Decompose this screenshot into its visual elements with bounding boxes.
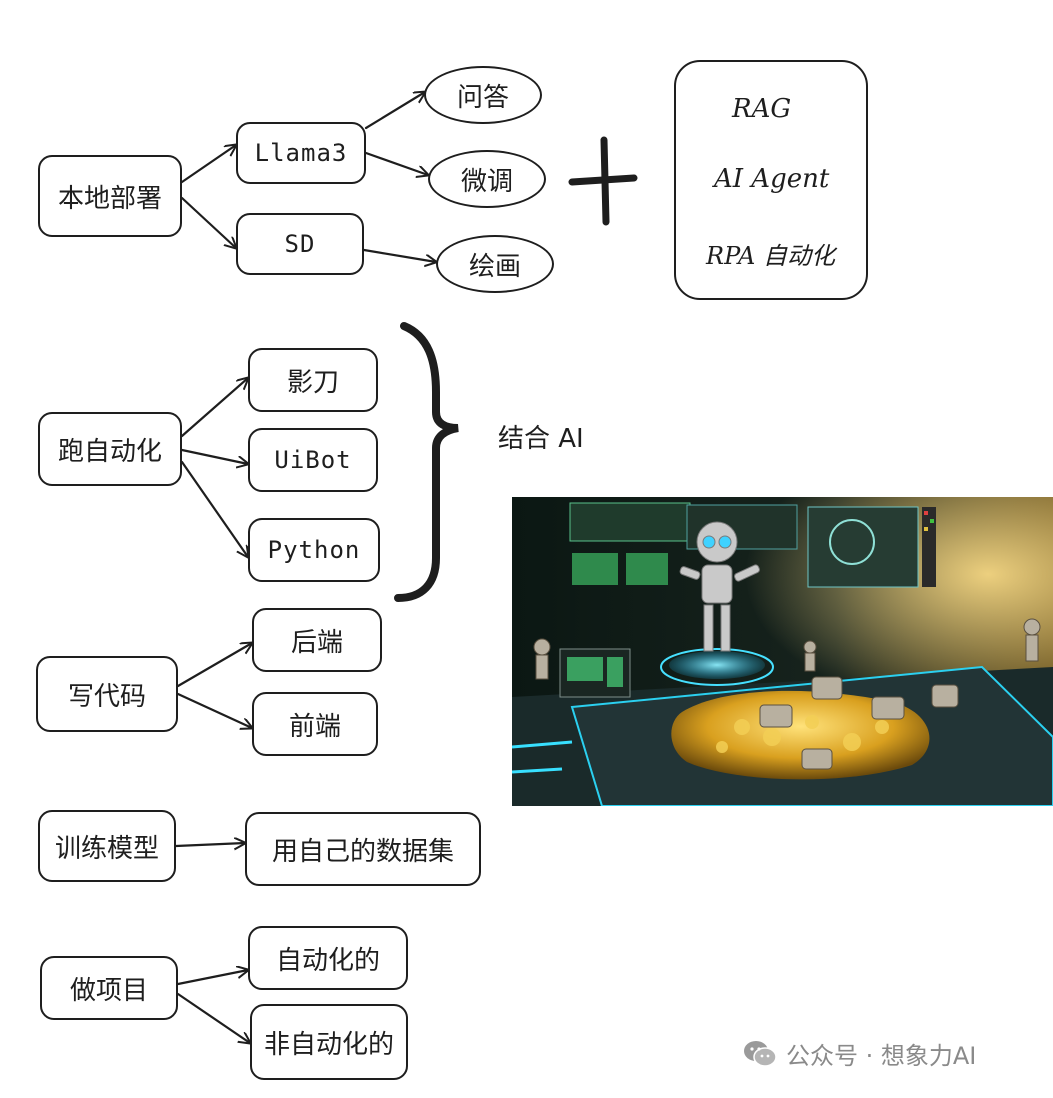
node-sd: SD (236, 213, 364, 275)
node-painting: 绘画 (436, 235, 554, 293)
label-ai-agent: AI Agent (714, 164, 830, 194)
plus-icon (568, 136, 638, 226)
node-finetune: 微调 (428, 150, 546, 208)
arrow-llama3-to-finetune (364, 151, 428, 175)
node-frontend: 前端 (252, 692, 378, 756)
curly-brace (394, 322, 459, 602)
arrow-llama3-to-qa (364, 92, 425, 130)
arrow-proj-to-automated (176, 970, 248, 986)
arrow-auto-to-python (180, 460, 248, 557)
arrow-code-to-backend (176, 643, 252, 688)
label-rag: RAG (732, 94, 792, 124)
ai-capabilities-box: RAG AI Agent RPA 自动化 (674, 60, 868, 300)
label-combine-ai: 结合 AI (498, 424, 584, 454)
arrow-sd-to-painting (362, 248, 436, 262)
node-automated: 自动化的 (248, 926, 408, 990)
arrow-local-to-sd (180, 196, 236, 248)
node-uibot: UiBot (248, 428, 378, 492)
node-local-deploy: 本地部署 (38, 155, 182, 237)
node-llama3: Llama3 (236, 122, 366, 184)
node-train-model: 训练模型 (38, 810, 176, 882)
robot-gold-illustration (512, 497, 1053, 806)
arrow-train-to-dataset (174, 843, 245, 846)
arrow-auto-to-uibot (180, 448, 248, 464)
node-write-code: 写代码 (36, 656, 178, 732)
node-do-projects: 做项目 (40, 956, 178, 1020)
node-own-dataset: 用自己的数据集 (245, 812, 481, 886)
arrow-local-to-llama3 (180, 145, 236, 184)
node-non-automated: 非自动化的 (250, 1004, 408, 1080)
label-rpa: RPA 自动化 (706, 242, 835, 270)
watermark: 公众号 · 想象力AI (742, 1036, 976, 1071)
node-run-automation: 跑自动化 (38, 412, 182, 486)
node-python: Python (248, 518, 380, 582)
watermark-text: 公众号 · 想象力AI (786, 1042, 977, 1070)
arrow-proj-to-nonautomated (176, 992, 250, 1043)
arrow-auto-to-yingdao (180, 378, 248, 438)
arrow-code-to-frontend (176, 692, 252, 728)
wechat-icon (744, 1040, 777, 1067)
node-backend: 后端 (252, 608, 382, 672)
node-qa: 问答 (424, 66, 542, 124)
node-yingdao: 影刀 (248, 348, 378, 412)
